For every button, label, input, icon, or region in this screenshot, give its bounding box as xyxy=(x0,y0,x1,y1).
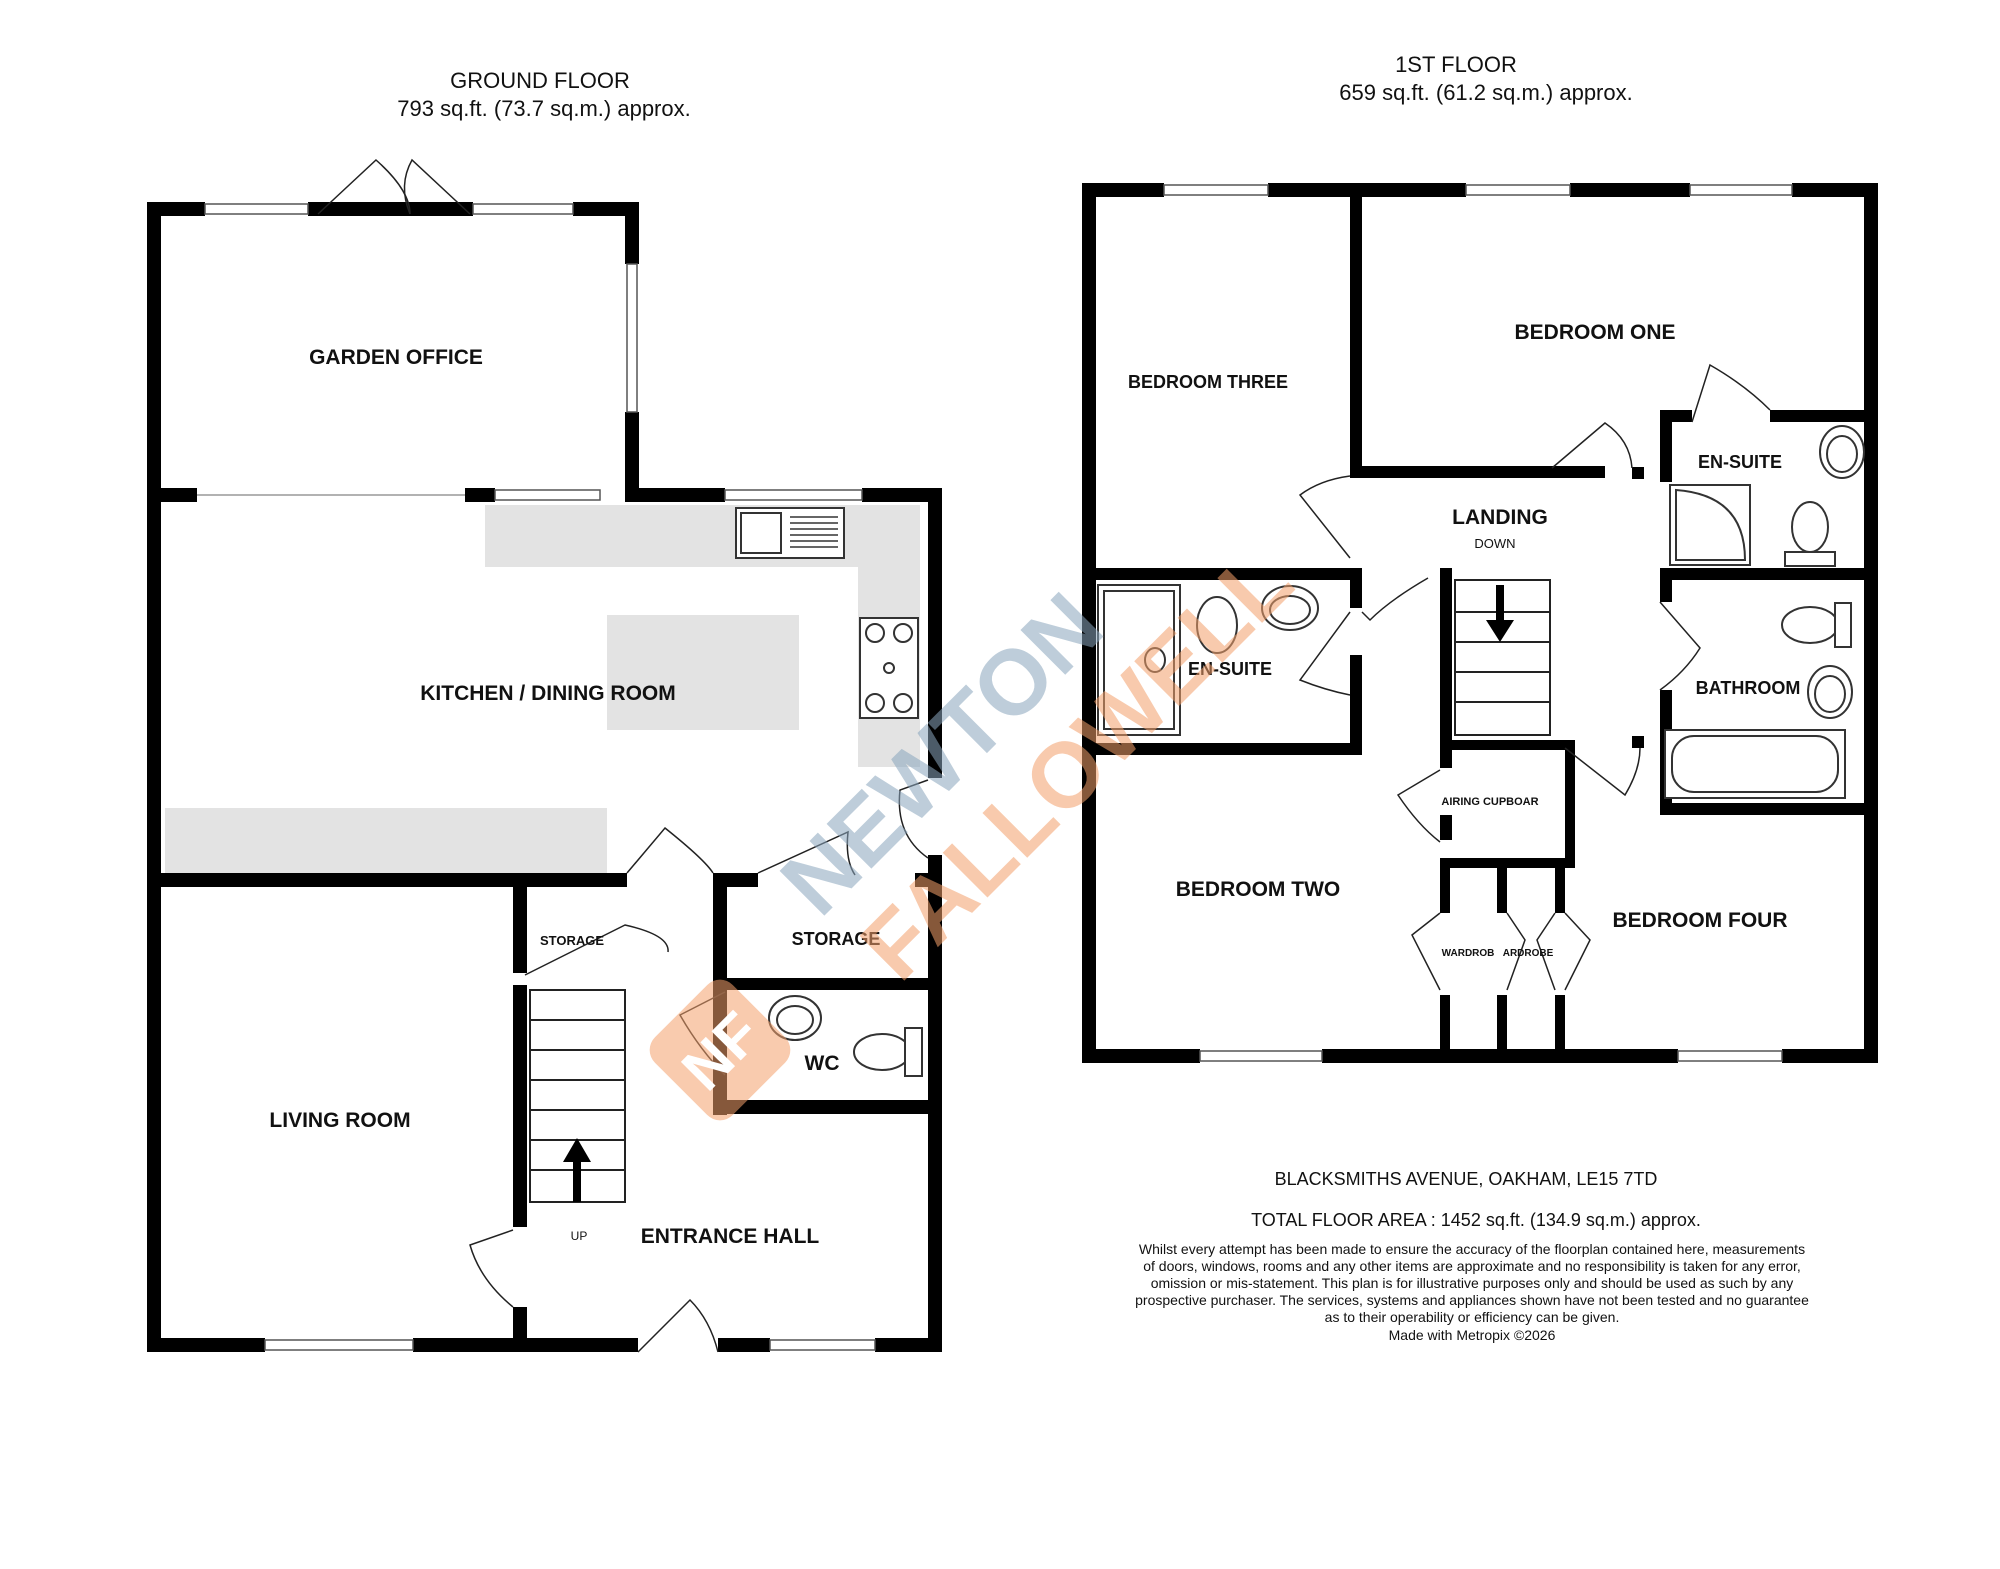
room-label-storage: STORAGE xyxy=(792,929,881,949)
living-room-door xyxy=(469,1229,514,1308)
kitchen-door xyxy=(626,826,714,874)
wardrobe-door xyxy=(1506,912,1526,991)
kitchen-counter-top xyxy=(485,505,920,567)
disclaimer-line: as to their operability or efficiency ca… xyxy=(1325,1309,1620,1325)
toilet-icon xyxy=(853,1033,911,1071)
toilet-icon xyxy=(1791,501,1829,553)
shower-drain xyxy=(1144,647,1166,673)
credit: Made with Metropix ©2026 xyxy=(1389,1327,1556,1343)
kitchen-counter-bottom xyxy=(165,808,607,873)
garden-office-door-left xyxy=(317,158,411,215)
first-floor-stairs xyxy=(1454,579,1551,736)
hob-burner xyxy=(865,623,885,643)
bedroom-four-door xyxy=(1564,747,1641,797)
ground-stairs xyxy=(529,989,626,1203)
storage-door xyxy=(757,830,856,876)
hob-burner xyxy=(893,623,913,643)
room-label-bathroom: BATHROOM xyxy=(1696,678,1801,698)
disclaimer-line: omission or mis-statement. This plan is … xyxy=(1151,1275,1794,1291)
ground-floor-title: GROUND FLOOR xyxy=(450,68,630,93)
basin-bowl xyxy=(1826,435,1858,473)
window xyxy=(494,489,601,501)
basin-bowl xyxy=(1814,675,1846,713)
room-label-airing-cupboard: AIRING CUPBOAR xyxy=(1441,796,1538,808)
toilet-cistern xyxy=(1784,551,1836,567)
hob-burner xyxy=(865,693,885,713)
window xyxy=(769,1339,876,1351)
bedroom-one-door xyxy=(1551,422,1633,469)
window xyxy=(204,203,309,215)
window xyxy=(626,263,638,413)
bathroom-door xyxy=(1659,601,1701,691)
room-label-wardrobe-left: WARDROB xyxy=(1442,948,1495,959)
window xyxy=(724,489,863,501)
hob-burner xyxy=(893,693,913,713)
bath-inner xyxy=(1671,735,1839,793)
disclaimer-line: of doors, windows, rooms and any other i… xyxy=(1143,1258,1801,1274)
wardrobe-door xyxy=(1536,912,1556,991)
window xyxy=(1689,184,1793,196)
room-label-bedroom-three: BEDROOM THREE xyxy=(1128,372,1288,392)
toilet-icon xyxy=(1781,606,1839,644)
first-floor-title: 1ST FLOOR xyxy=(1395,52,1517,77)
hob-knob xyxy=(883,662,895,674)
ground-floor: GROUND FLOOR 793 sq.ft. (73.7 sq.m.) app… xyxy=(147,68,942,1353)
room-label-garden-office: GARDEN OFFICE xyxy=(309,346,483,369)
wardrobe-door xyxy=(1564,912,1591,991)
room-label-en-suite-right: EN-SUITE xyxy=(1698,452,1782,472)
toilet-cistern xyxy=(904,1027,923,1077)
bedroom-three-door xyxy=(1298,475,1351,559)
toilet-icon xyxy=(1196,596,1238,654)
stairs-down-arrow-icon xyxy=(1486,620,1514,642)
room-label-en-suite-left: EN-SUITE xyxy=(1188,659,1272,679)
quadrant-shower xyxy=(1675,488,1747,561)
landing-door xyxy=(1361,577,1429,622)
en-suite-door xyxy=(1691,363,1771,423)
stairs-up-label: UP xyxy=(571,1229,588,1243)
watermark-monogram-box xyxy=(649,979,791,1121)
wardrobe-door xyxy=(1411,912,1441,991)
ground-walls xyxy=(147,202,942,1352)
stairs-up-arrow-icon xyxy=(563,1138,591,1162)
room-label-living-room: LIVING ROOM xyxy=(269,1109,410,1132)
window xyxy=(264,1339,414,1351)
window xyxy=(1199,1050,1323,1062)
airing-cupboard-door xyxy=(1396,769,1441,843)
room-label-wardrobe-right: ARDROBE xyxy=(1503,948,1554,959)
kitchen-sink-basin xyxy=(740,512,782,554)
basin-bowl xyxy=(1269,595,1311,625)
room-label-entrance-hall: ENTRANCE HALL xyxy=(641,1225,820,1248)
toilet-cistern xyxy=(1834,602,1852,648)
ground-floor-area: 793 sq.ft. (73.7 sq.m.) approx. xyxy=(397,96,690,121)
room-label-bedroom-four: BEDROOM FOUR xyxy=(1613,909,1788,932)
room-label-storage-small: STORAGE xyxy=(540,933,604,948)
window xyxy=(472,203,574,215)
room-label-landing: LANDING xyxy=(1452,506,1548,529)
address: BLACKSMITHS AVENUE, OAKHAM, LE15 7TD xyxy=(1275,1169,1658,1189)
basin-bowl xyxy=(776,1005,814,1035)
kitchen-island xyxy=(607,615,799,730)
room-label-bedroom-two: BEDROOM TWO xyxy=(1176,878,1340,901)
en-suite-door xyxy=(1298,611,1351,696)
window xyxy=(1677,1050,1783,1062)
kitchen-side-door xyxy=(898,779,929,859)
first-floor: 1ST FLOOR 659 sq.ft. (61.2 sq.m.) approx… xyxy=(1082,52,1878,1063)
garden-office-door-right xyxy=(403,158,471,215)
total-floor-area: TOTAL FLOOR AREA : 1452 sq.ft. (134.9 sq… xyxy=(1251,1210,1701,1230)
room-label-bedroom-one: BEDROOM ONE xyxy=(1514,321,1675,344)
front-door xyxy=(637,1298,719,1353)
storage-door xyxy=(524,924,669,976)
stairs-down-label: DOWN xyxy=(1474,536,1515,551)
sink-drainer xyxy=(790,516,838,548)
disclaimer-line: prospective purchaser. The services, sys… xyxy=(1135,1292,1809,1308)
window xyxy=(1465,184,1571,196)
footer: BLACKSMITHS AVENUE, OAKHAM, LE15 7TD TOT… xyxy=(1135,1169,1809,1343)
window xyxy=(1163,184,1269,196)
room-label-wc: WC xyxy=(805,1052,840,1075)
disclaimer-line: Whilst every attempt has been made to en… xyxy=(1139,1241,1805,1257)
room-label-kitchen-dining: KITCHEN / DINING ROOM xyxy=(420,682,676,705)
first-floor-walls xyxy=(1082,183,1878,1063)
first-floor-area: 659 sq.ft. (61.2 sq.m.) approx. xyxy=(1339,80,1632,105)
